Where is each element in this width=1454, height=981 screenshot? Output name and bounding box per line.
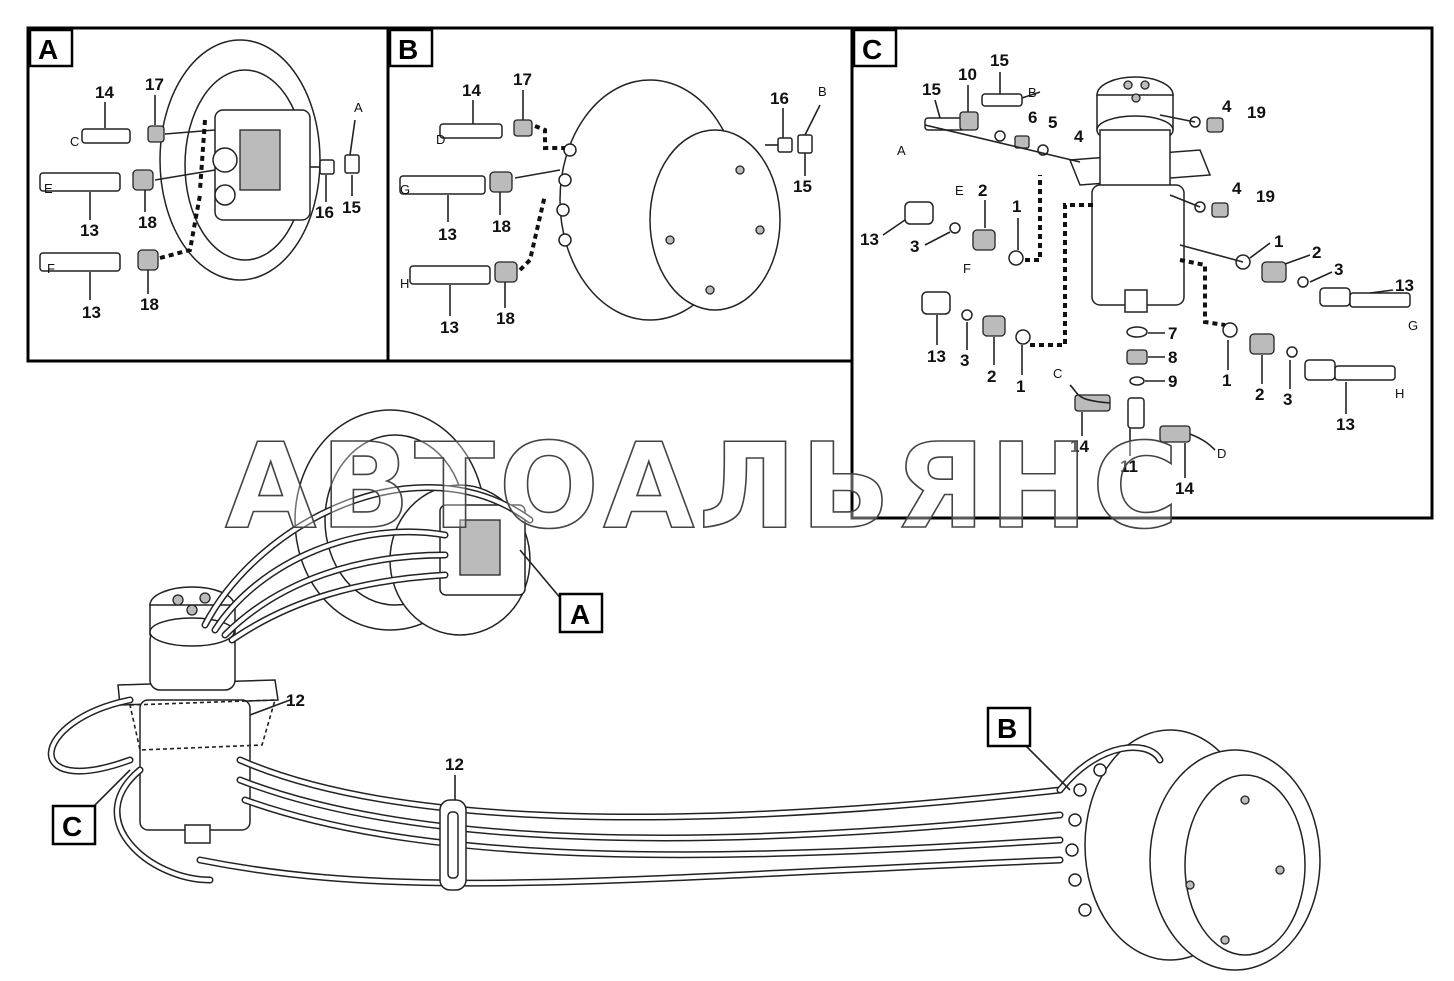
view-b-panel: B 14 17 13 18 13 18 16 [386,26,855,363]
c-label-13b: 13 [1395,276,1414,295]
a-label-13a: 13 [80,221,99,240]
callout-a-letter: A [570,599,590,630]
a-port-a: A [354,100,363,115]
c-label-13d: 13 [1336,415,1355,434]
b-port-g: G [400,182,410,197]
c-label-15b: 15 [990,51,1009,70]
c-port-c: C [1053,366,1062,381]
c-label-3a: 3 [910,237,919,256]
upper-hose-bundle [201,483,534,644]
a-label-13b: 13 [82,303,101,322]
c-label-13c: 13 [927,347,946,366]
a-port-f: F [47,261,55,276]
a-port-e: E [44,181,53,196]
c-port-b: B [1028,85,1037,100]
c-port-g: G [1408,318,1418,333]
callout-b: B [986,706,1071,791]
c-label-2b: 2 [1312,243,1321,262]
b-port-h: H [400,276,409,291]
c-port-d: D [1217,446,1226,461]
c-label-9: 9 [1168,372,1177,391]
c-port-e: E [955,183,964,198]
c-label-5: 5 [1048,113,1057,132]
c-label-13a: 13 [860,230,879,249]
a-label-18a: 18 [138,213,157,232]
c-label-1b: 1 [1274,232,1283,251]
c-label-8: 8 [1168,348,1177,367]
c-label-6: 6 [1028,108,1037,127]
b-port-b: B [818,84,827,99]
c-port-h: H [1395,386,1404,401]
a-port-c: C [70,134,79,149]
c-label-4a: 4 [1074,127,1084,146]
b-label-13a: 13 [438,225,457,244]
c-label-3d: 3 [1283,390,1292,409]
view-a-letter: A [38,34,58,65]
a-label-14: 14 [95,83,114,102]
b-port-d: D [436,132,445,147]
view-c-letter: C [862,34,882,65]
lower-travel-motor [1065,729,1321,971]
c-label-3c: 3 [960,351,969,370]
callout-c: C [51,769,131,846]
c-label-15a: 15 [922,80,941,99]
a-label-17: 17 [145,75,164,94]
view-a-panel: A 14 17 13 18 13 18 16 [26,26,390,363]
rotary-joint [117,586,279,844]
c-label-19a: 19 [1247,103,1266,122]
b-label-13b: 13 [440,318,459,337]
view-b-letter: B [398,34,418,65]
c-port-a: A [897,143,906,158]
b-label-16: 16 [770,89,789,108]
leader-12a [249,699,291,716]
c-label-2d: 2 [1255,385,1264,404]
b-label-18a: 18 [492,217,511,236]
c-label-1d: 1 [1222,371,1231,390]
a-label-16: 16 [315,203,334,222]
label-12-clamp: 12 [445,755,464,774]
c-label-19b: 19 [1256,187,1275,206]
c-label-3b: 3 [1334,260,1343,279]
hose-clamp [439,799,467,891]
c-label-1a: 1 [1012,197,1021,216]
a-label-18b: 18 [140,295,159,314]
c-label-4b: 4 [1222,97,1232,116]
b-label-14: 14 [462,81,481,100]
hose-14-c [81,128,131,144]
b-label-18b: 18 [496,309,515,328]
c-label-2a: 2 [978,181,987,200]
c-label-4c: 4 [1232,179,1242,198]
c-label-14b: 14 [1175,479,1194,498]
a-label-15: 15 [342,198,361,217]
motor-bolt-ring [1065,763,1107,917]
b-label-15: 15 [793,177,812,196]
view-c-panel: C [850,26,1434,520]
c-label-14a: 14 [1070,437,1089,456]
c-label-10: 10 [958,65,977,84]
lower-hose-bundle [47,696,1164,887]
c-label-11: 11 [1120,457,1138,476]
c-label-1c: 1 [1016,377,1025,396]
main-assembly: 12 12 A B C [47,409,1321,971]
watermark: АВТОАЛЬЯНС [225,417,1183,555]
callout-c-letter: C [62,811,82,842]
rotary-hose-guard [129,699,277,751]
c-port-f: F [963,261,971,276]
label-12-rotary: 12 [286,691,305,710]
c-label-2c: 2 [987,367,996,386]
callout-b-letter: B [997,713,1017,744]
b-label-17: 17 [513,70,532,89]
c-label-7: 7 [1168,324,1177,343]
callout-a: A [519,549,604,634]
